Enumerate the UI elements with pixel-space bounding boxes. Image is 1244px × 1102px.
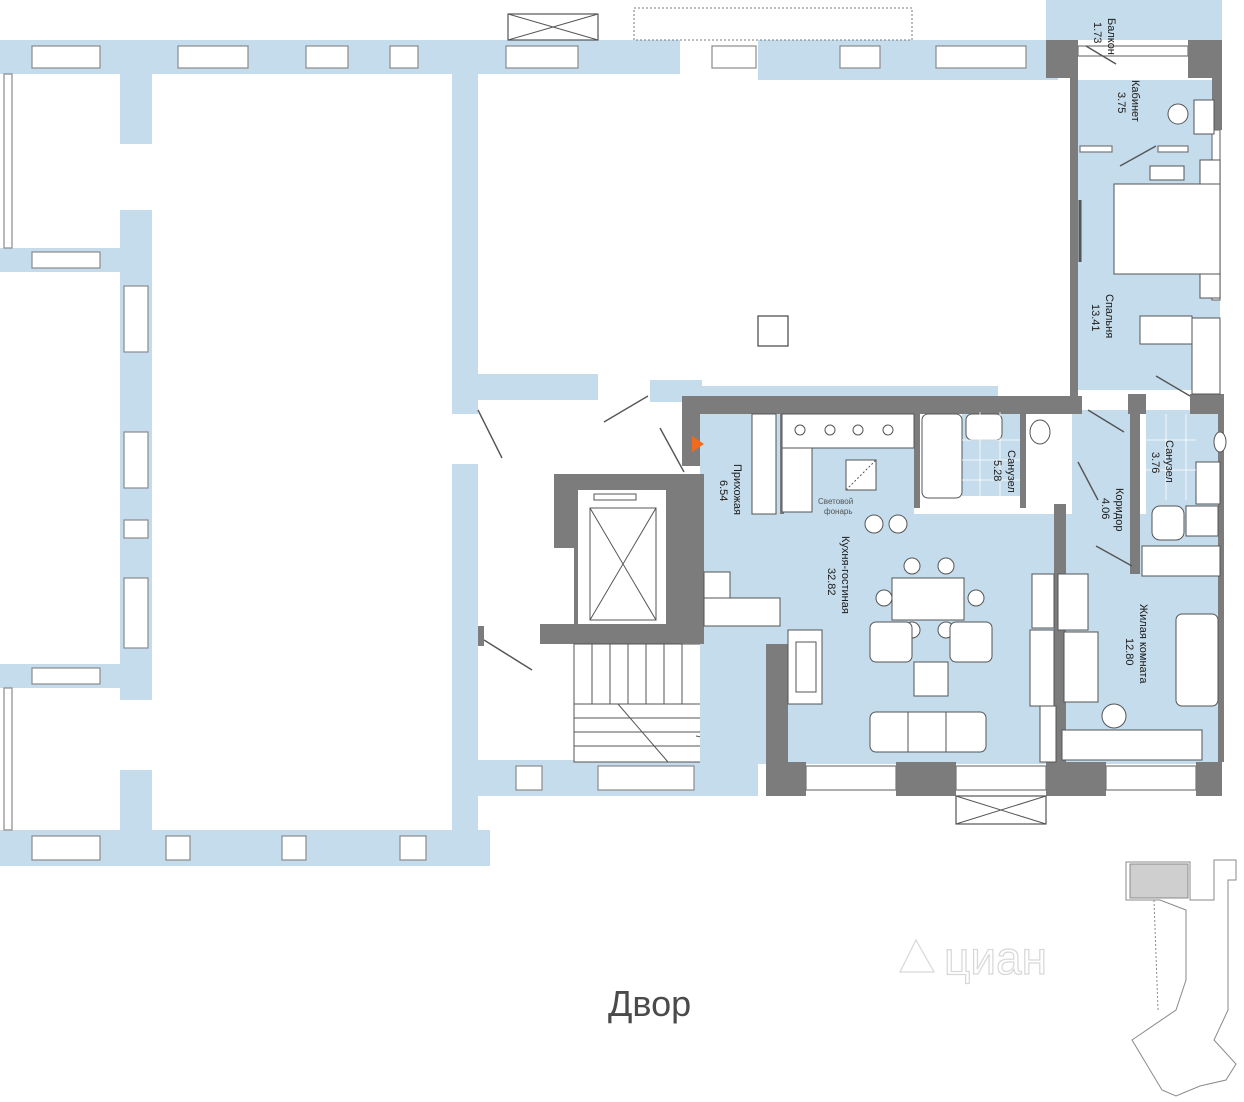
room-area-kitchen-living: 32.82 [825, 568, 837, 596]
watermark-text: циан [944, 932, 1047, 984]
entry-arrow-icon [692, 436, 704, 452]
room-name-kitchen-living: Кухня-гостиная [839, 536, 851, 614]
stair-elevator-core [540, 474, 713, 763]
room-name-bathroom-small: Санузел [1163, 440, 1175, 483]
room-area-bedroom: 13.41 [1089, 304, 1101, 332]
watermark-logo-icon [899, 938, 936, 973]
furniture [703, 99, 1227, 763]
neighbor-windows [3, 45, 1027, 861]
room-area-bathroom-small: 3.76 [1149, 452, 1161, 473]
room-name-study: Кабинет [1129, 80, 1141, 122]
neighbor-door-swings [477, 395, 649, 671]
yard-label: Двор [608, 983, 691, 1024]
room-name-bedroom: Спальня [1103, 294, 1115, 338]
room-area-study: 3.75 [1115, 92, 1127, 113]
room-name-corridor: Коридор [1113, 488, 1125, 531]
column [757, 315, 789, 347]
room-area-hallway: 6.54 [717, 480, 729, 501]
tile-grid [962, 412, 1196, 500]
room-area-bathroom-large: 5.28 [991, 460, 1003, 481]
room-name-bathroom-large: Санузел [1005, 450, 1017, 493]
room-name-living-room: Жилая комната [1137, 604, 1149, 684]
skylight-label-line2: фонарь [824, 507, 853, 516]
room-name-hallway: Прихожая [731, 464, 743, 515]
room-area-balcony: 1.73 [1091, 22, 1103, 43]
key-plan-icon [1125, 859, 1237, 1097]
room-labels: Балкон 1.73 Кабинет 3.75 Спальня 13.41 С… [717, 18, 1175, 684]
upper-balcony [633, 7, 913, 41]
apartment-walls [682, 40, 1224, 796]
room-area-living-room: 12.80 [1123, 638, 1135, 666]
key-plan-highlight [1129, 863, 1189, 899]
skylight-label-line1: Световой [818, 497, 853, 506]
door-swings [659, 45, 1191, 567]
room-name-balcony: Балкон [1105, 18, 1117, 55]
room-area-corridor: 4.06 [1099, 498, 1111, 519]
